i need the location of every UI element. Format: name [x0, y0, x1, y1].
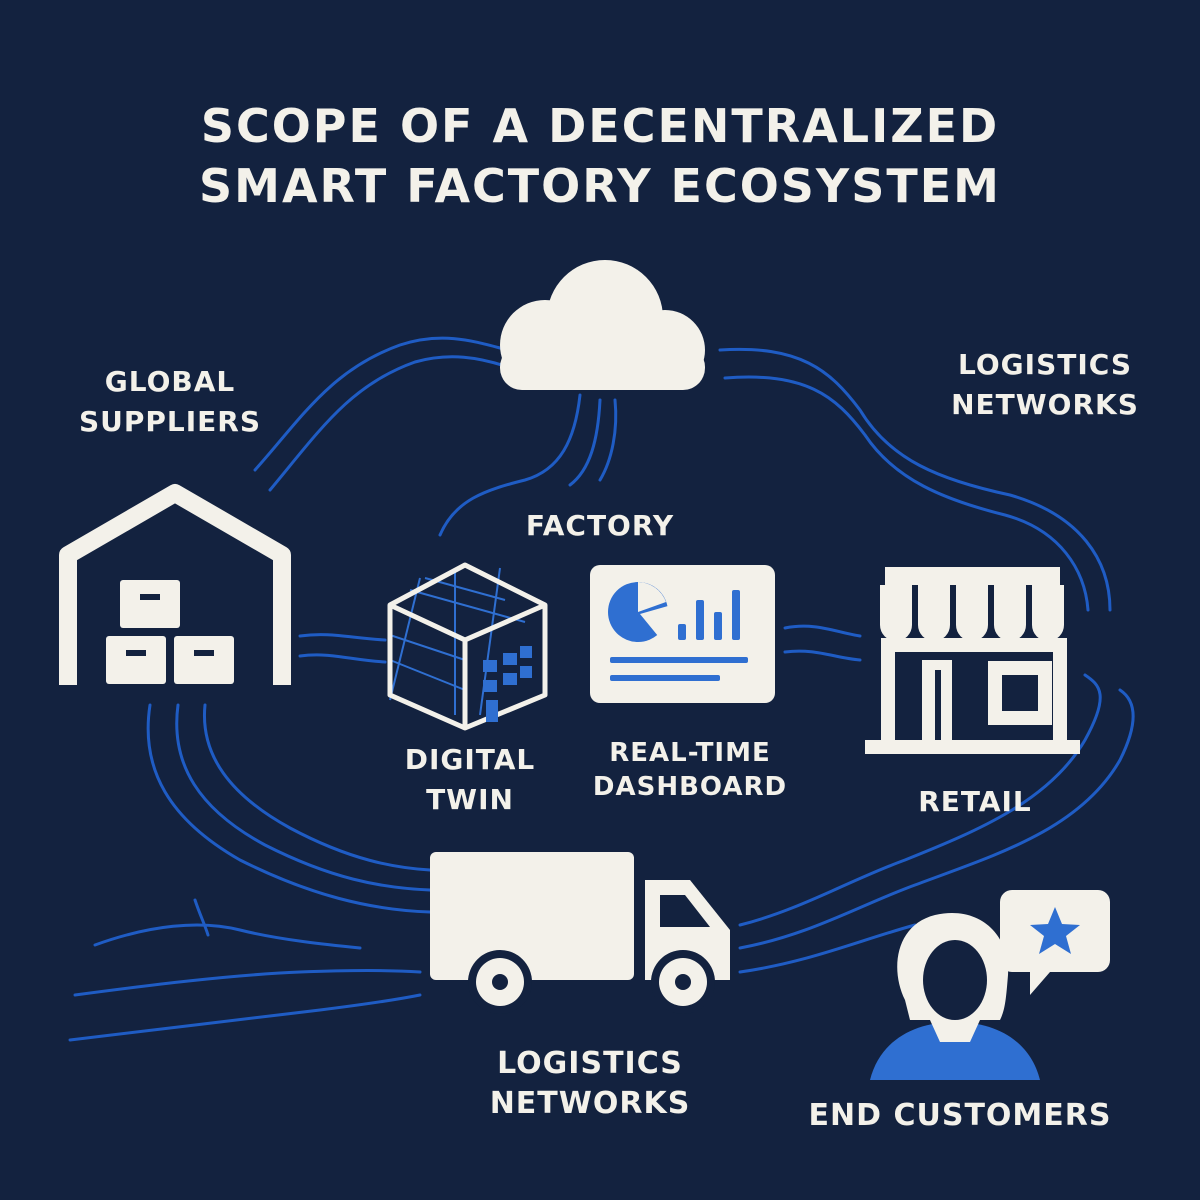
- title-line-2: SMART FACTORY ECOSYSTEM: [199, 159, 1001, 213]
- logistics-bottom-line-2: NETWORKS: [489, 1086, 691, 1121]
- logistics-top-line-1: LOGISTICS: [958, 348, 1132, 381]
- global-suppliers-line-2: SUPPLIERS: [78, 405, 262, 438]
- dashboard-line-1: REAL-TIME: [609, 738, 771, 768]
- dashboard-line-2: DASHBOARD: [592, 772, 788, 802]
- factory-label: FACTORY: [525, 509, 675, 542]
- global-suppliers-line-1: GLOBAL: [104, 365, 236, 398]
- logistics-bottom-line-1: LOGISTICS: [497, 1046, 683, 1081]
- digital-twin-label: DIGITAL TWIN: [380, 740, 560, 820]
- digital-twin-line-1: DIGITAL: [404, 743, 536, 776]
- global-suppliers-label: GLOBAL SUPPLIERS: [70, 362, 270, 442]
- logistics-networks-top-label: LOGISTICS NETWORKS: [935, 345, 1155, 425]
- logistics-networks-bottom-label: LOGISTICS NETWORKS: [470, 1044, 710, 1124]
- retail-label: RETAIL: [918, 785, 1032, 818]
- logistics-top-line-2: NETWORKS: [951, 388, 1139, 421]
- page-title: SCOPE OF A DECENTRALIZED SMART FACTORY E…: [60, 96, 1140, 216]
- digital-twin-line-2: TWIN: [426, 783, 514, 816]
- title-line-1: SCOPE OF A DECENTRALIZED: [200, 99, 1000, 153]
- end-customers-label: END CUSTOMERS: [808, 1098, 1112, 1133]
- dashboard-label: REAL-TIME DASHBOARD: [575, 736, 805, 804]
